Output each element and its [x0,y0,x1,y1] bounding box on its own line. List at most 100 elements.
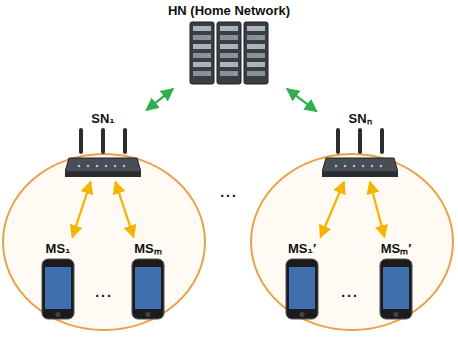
status-led [207,28,209,30]
server-rack [190,22,214,84]
router-led [371,165,374,168]
rack-slot [220,35,238,40]
phone-button [394,312,399,317]
antenna [358,128,362,154]
rack-slot [247,62,265,67]
router-icon [322,128,398,178]
phone-icon [285,258,319,320]
status-led [261,46,263,48]
router-base [65,172,141,177]
router-led [362,165,365,168]
status-led [234,73,236,75]
router-led [335,165,338,168]
rack-slot [247,53,265,58]
router-icon [65,128,141,178]
wireless-link [115,182,133,237]
rack-slot [193,53,211,58]
rack-slot [247,35,265,40]
phone-button [146,312,151,317]
status-led [234,64,236,66]
rack-slot [247,26,265,31]
wireless-link [320,182,344,237]
phone-icon [41,258,75,320]
phone-body [380,259,412,319]
router-node: SN₁ [62,110,144,179]
status-led [207,55,209,57]
rack-slot [220,53,238,58]
node-label: HN (Home Network) [168,3,290,18]
server-rack [244,22,268,84]
status-led [207,46,209,48]
rack-slot [193,26,211,31]
router-base [322,172,398,177]
router-led [123,165,126,168]
node-label: MSₘ [134,241,162,256]
rack-slot [193,44,211,49]
ellipsis-mark: ... [220,184,238,200]
router-body [322,158,398,172]
cell-region [251,154,453,330]
rack-slot [193,62,211,67]
antenna [79,128,83,154]
router-node: SNₙ [319,110,401,179]
rack-slot [193,71,211,76]
router-body [65,158,141,172]
rack-slot [247,71,265,76]
status-led [234,55,236,57]
cell-region [3,154,205,330]
status-led [261,28,263,30]
antenna [123,128,127,154]
status-led [207,64,209,66]
ellipsis-mark: ... [341,284,359,300]
antenna [336,128,340,154]
status-led [234,46,236,48]
rack-slot [193,35,211,40]
rack-slot [220,71,238,76]
router-led [105,165,108,168]
router-led [344,165,347,168]
antenna [101,128,105,154]
server-node: HN (Home Network) [165,2,293,87]
router-led [87,165,90,168]
status-led [207,37,209,39]
device-node: MSₘ′ [376,240,416,321]
phone-icon [131,258,165,320]
node-label: SN₁ [91,111,114,126]
rack-slot [220,62,238,67]
phone-screen [135,267,161,309]
status-led [261,55,263,57]
phone-body [286,259,318,319]
backhaul-link [146,89,173,110]
router-led [78,165,81,168]
phone-screen [383,267,409,309]
node-label: MS₁ [46,241,71,256]
phone-screen [289,267,315,309]
device-node: MSₘ [128,240,168,321]
ellipsis-mark: ... [95,284,113,300]
phone-body [42,259,74,319]
device-node: MS₁ [38,240,78,321]
rack-slot [247,44,265,49]
phone-button [300,312,305,317]
phone-icon [379,258,413,320]
node-label: SNₙ [348,111,371,126]
rack-slot [220,44,238,49]
status-led [234,37,236,39]
phone-button [56,312,61,317]
wireless-link [72,182,90,237]
wireless-link [370,182,385,237]
node-label: MSₘ′ [381,241,412,256]
router-led [380,165,383,168]
phone-screen [45,267,71,309]
rack-slot [220,26,238,31]
status-led [261,64,263,66]
backhaul-link [287,89,317,112]
node-label: MS₁′ [288,241,316,256]
status-led [207,73,209,75]
server-icon [189,20,269,86]
device-node: MS₁′ [282,240,322,321]
router-led [114,165,117,168]
server-rack [217,22,241,84]
status-led [261,37,263,39]
